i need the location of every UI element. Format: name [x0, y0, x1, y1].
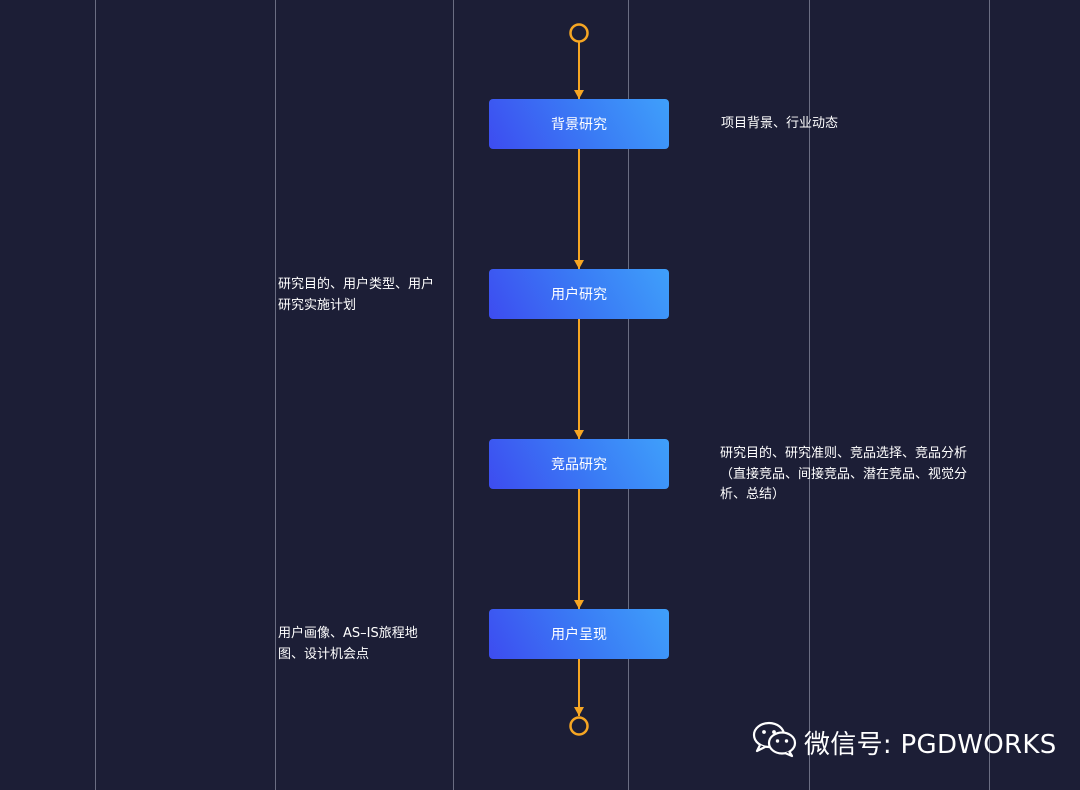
note-line: 研究目的、研究准则、竞品选择、竞品分析: [720, 446, 968, 461]
note-line: 用户画像、AS–IS旅程地: [278, 626, 418, 641]
note-line: 研究实施计划: [278, 297, 357, 313]
step-user-research: 用户研究: [489, 269, 669, 319]
grid-line: [628, 0, 629, 790]
note-user-presentation: 用户画像、AS–IS旅程地 图、设计机会点: [278, 624, 418, 665]
note-line: （直接竞品、间接竞品、潜在竞品、视觉分: [720, 466, 968, 482]
watermark-text: 微信号: PGDWORKS: [804, 729, 1057, 760]
step-competitor-research: 竞品研究: [489, 439, 669, 489]
note-background-research: 项目背景、行业动态: [721, 114, 838, 135]
note-user-research: 研究目的、用户类型、用户 研究实施计划: [278, 275, 434, 316]
wechat-icon: [752, 720, 798, 765]
note-line: 析、总结）: [720, 487, 786, 502]
step-user-presentation: 用户呈现: [489, 609, 669, 659]
note-line: 图、设计机会点: [278, 646, 370, 662]
note-line: 研究目的、用户类型、用户: [278, 277, 435, 292]
watermark: 微信号: PGDWORKS: [752, 720, 1057, 765]
note-line: 项目背景、行业动态: [721, 116, 839, 131]
end-node: [569, 716, 589, 736]
note-competitor-research: 研究目的、研究准则、竞品选择、竞品分析 （直接竞品、间接竞品、潜在竞品、视觉分 …: [720, 444, 967, 506]
grid-line: [275, 0, 276, 790]
grid-line: [989, 0, 990, 790]
grid-line: [95, 0, 96, 790]
step-background-research: 背景研究: [489, 99, 669, 149]
start-node: [569, 23, 589, 43]
grid-line: [809, 0, 810, 790]
grid-line: [453, 0, 454, 790]
